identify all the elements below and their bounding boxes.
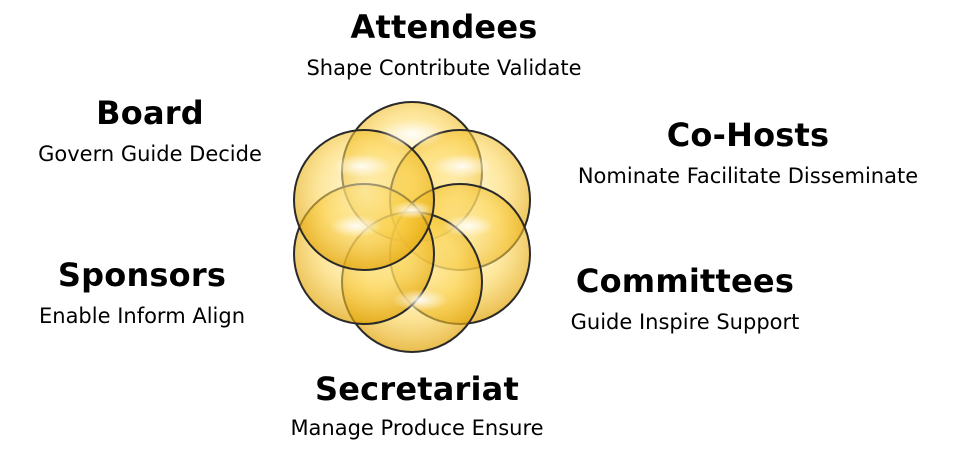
group-roles-secretariat: Manage Produce Ensure: [290, 416, 544, 440]
group-roles-sponsors: Enable Inform Align: [38, 304, 246, 328]
gloss-highlight: [378, 120, 446, 148]
group-roles-cohosts: Nominate Facilitate Disseminate: [577, 164, 919, 188]
group-roles-board: Govern Guide Decide: [38, 142, 262, 166]
group-title-board: Board: [96, 94, 204, 132]
group-roles-attendees: Shape Contribute Validate: [306, 56, 582, 80]
gloss-highlight: [390, 201, 434, 219]
group-title-committees: Committees: [575, 262, 795, 300]
group-title-attendees: Attendees: [350, 8, 538, 46]
group-label-secretariat: Secretariat Manage Produce Ensure: [222, 370, 612, 442]
gloss-highlight: [442, 215, 494, 237]
group-title-secretariat: Secretariat: [315, 370, 519, 408]
gloss-highlight: [332, 154, 392, 178]
petal-circle-board: [293, 129, 435, 271]
gloss-highlight: [392, 289, 448, 311]
gloss-highlight: [432, 154, 492, 178]
group-roles-committees: Guide Inspire Support: [570, 310, 800, 334]
group-label-sponsors: Sponsors Enable Inform Align: [4, 256, 280, 330]
gloss-highlight: [330, 215, 382, 237]
group-label-committees: Committees Guide Inspire Support: [520, 262, 850, 336]
group-title-sponsors: Sponsors: [57, 256, 227, 294]
group-label-cohosts: Co-Hosts Nominate Facilitate Disseminate: [528, 116, 968, 190]
group-label-attendees: Attendees Shape Contribute Validate: [234, 8, 654, 82]
group-title-cohosts: Co-Hosts: [666, 116, 830, 154]
group-label-board: Board Govern Guide Decide: [4, 94, 296, 168]
